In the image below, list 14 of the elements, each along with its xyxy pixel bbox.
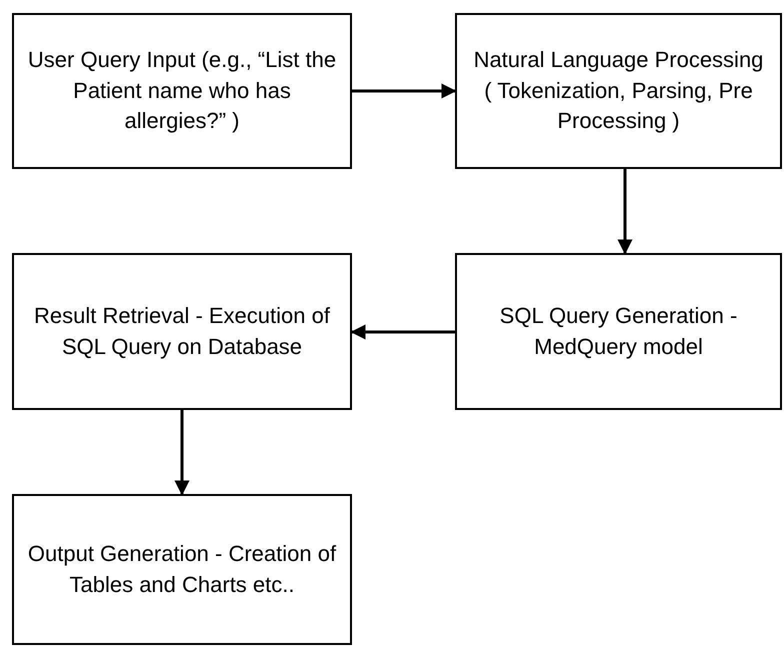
process-box bbox=[455, 253, 782, 410]
arrow bbox=[174, 410, 190, 496]
arrow bbox=[618, 169, 632, 254]
process-box bbox=[455, 13, 782, 169]
box-text: User Query Input (e.g., “List the Patient name who has allergies?” ) bbox=[26, 46, 338, 136]
arrow bbox=[350, 324, 455, 340]
box-text: SQL Query Generation - MedQuery model bbox=[498, 302, 738, 361]
process-box bbox=[12, 13, 352, 169]
arrow bbox=[352, 84, 456, 98]
process-box bbox=[12, 253, 352, 410]
box-text: Output Generation - Creation of Tables and Charts etc.. bbox=[26, 540, 338, 598]
box-text: Natural Language Processing ( Tokenization, Parsing, Pre Processing ) bbox=[472, 46, 764, 136]
box-text: Result Retrieval - Execution of SQL Query on Database bbox=[33, 302, 331, 361]
process-box bbox=[12, 494, 352, 645]
